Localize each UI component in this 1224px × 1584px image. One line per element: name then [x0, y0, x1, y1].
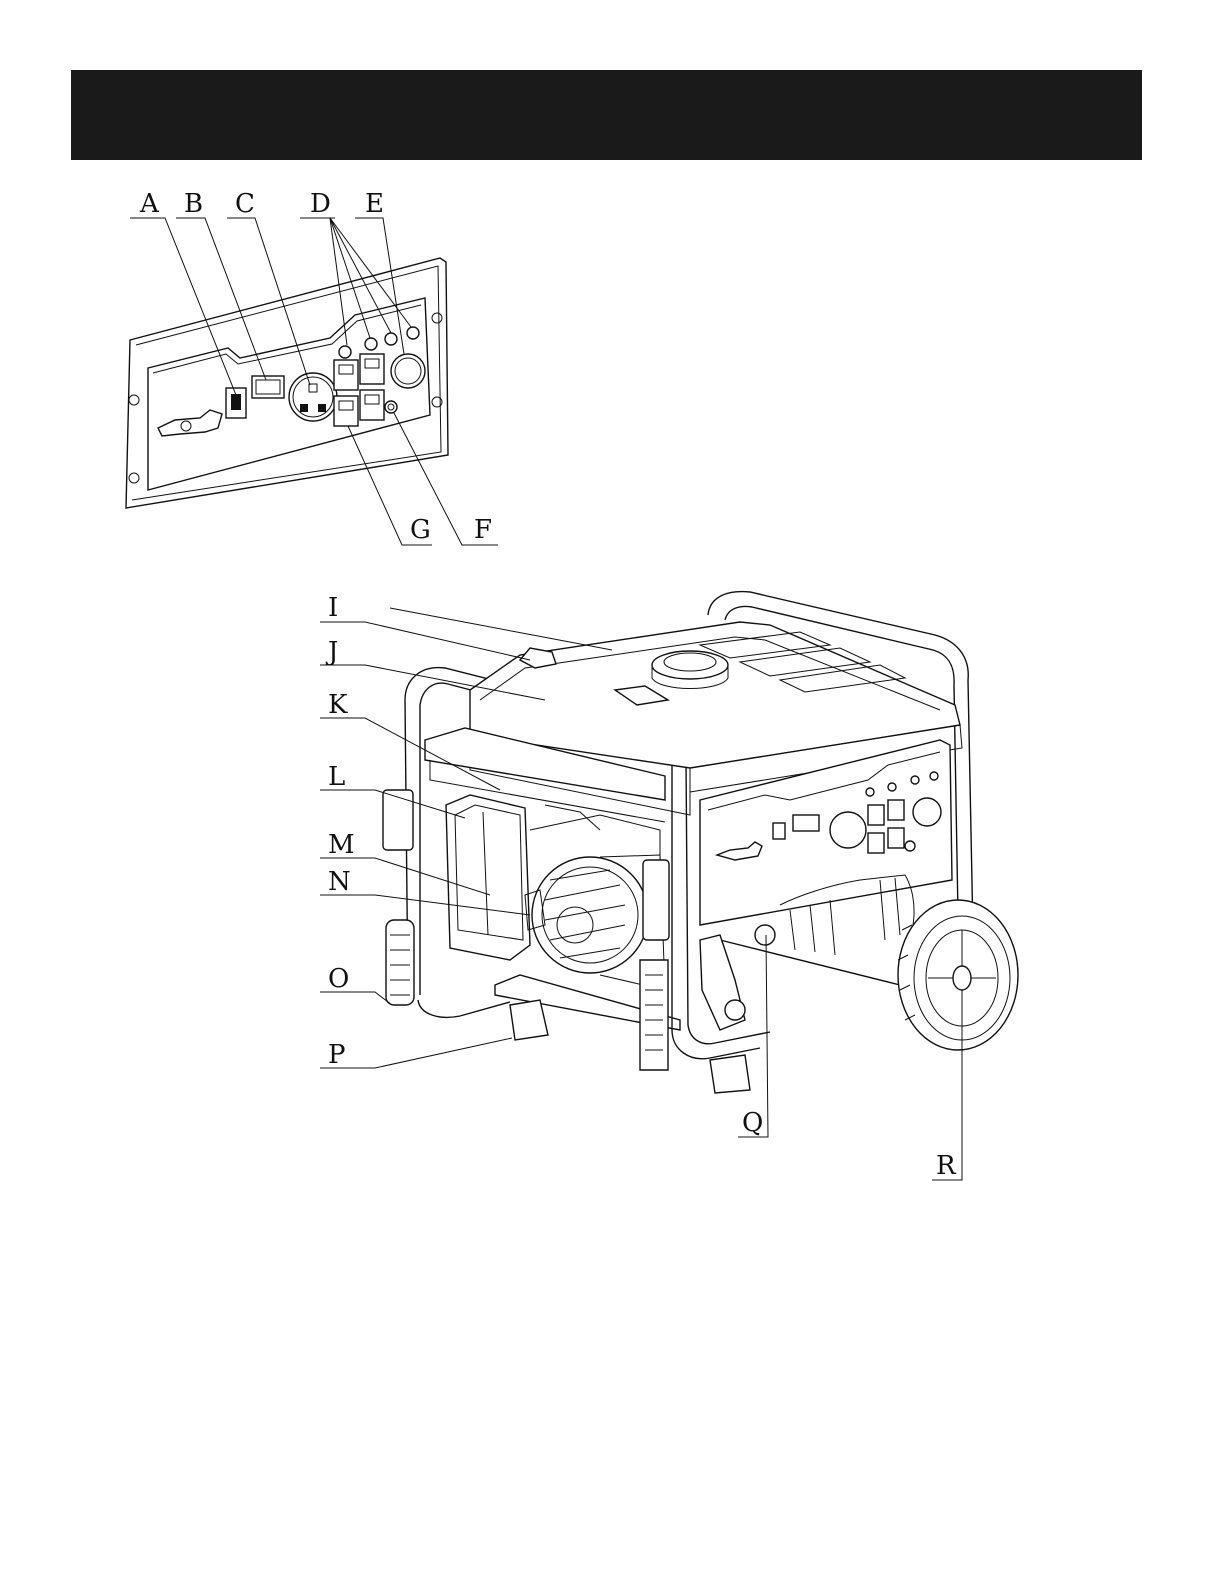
label-I: I	[328, 593, 338, 623]
generator-assembly	[320, 592, 1018, 1180]
label-M: M	[328, 830, 355, 860]
label-R: R	[936, 1151, 957, 1181]
label-Q: Q	[742, 1108, 763, 1138]
control-panel-closeup	[126, 218, 498, 545]
label-J: J	[325, 637, 338, 667]
label-O: O	[328, 964, 349, 994]
label-N: N	[328, 867, 351, 897]
label-E: E	[365, 189, 384, 219]
label-F: F	[474, 515, 492, 545]
label-P: P	[328, 1040, 346, 1070]
label-D: D	[310, 189, 331, 219]
label-C: C	[235, 189, 255, 219]
label-L: L	[328, 762, 345, 792]
label-G: G	[410, 515, 431, 545]
label-A: A	[139, 189, 160, 219]
label-K: K	[328, 690, 348, 720]
label-B: B	[184, 189, 203, 219]
